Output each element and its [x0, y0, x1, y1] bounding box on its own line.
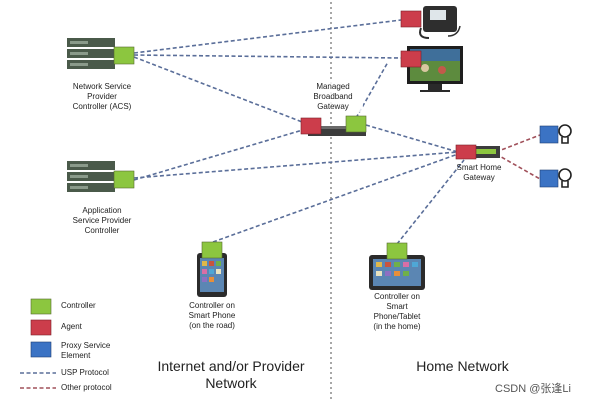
legend-agent-swatch [30, 319, 52, 336]
usp-link-mbg-shg [365, 124, 459, 153]
mbg-controller-box [345, 115, 367, 133]
legend-other-label: Other protocol [61, 383, 112, 392]
shg-label: Smart Home Gateway [456, 163, 502, 182]
usp-link-nsp-tv [133, 54, 402, 59]
telephone-icon [419, 6, 461, 39]
legend-usp-label: USP Protocol [61, 368, 109, 377]
usp-connections [133, 19, 465, 245]
usp-link-nsp-mbg [133, 56, 311, 126]
mbg-label: Managed Broadband Gateway [303, 82, 363, 112]
lightbulb-icon [558, 168, 572, 188]
legend-proxy-label: Proxy Service Element [61, 341, 111, 360]
watermark: CSDN @张逢Li [495, 383, 571, 395]
usp-link-mbg-tv [355, 61, 389, 119]
legend-agent-label: Agent [61, 322, 82, 331]
mbg-agent-box [300, 117, 322, 135]
legend-controller-swatch [30, 298, 52, 315]
phone-home-controller-box [386, 242, 408, 260]
phone-home-label: Controller on Smart Phone/Tablet (in the… [373, 292, 421, 331]
usp-link-asp-mbg [133, 128, 307, 181]
proxy-element-top [539, 125, 559, 144]
nsp-server-icon [67, 38, 115, 69]
legend-controller-label: Controller [61, 301, 96, 310]
other-connections [495, 134, 541, 180]
usp-link-tablet-shg [396, 159, 465, 245]
asp-label: Application Service Provider Controller [72, 206, 132, 235]
phone-road-controller-box [201, 241, 223, 259]
tablet-icon [369, 255, 425, 290]
usp-link-asp-shg [133, 151, 459, 179]
nsp-controller-box [113, 46, 135, 65]
phone-road-label: Controller on Smart Phone (on the road) [188, 301, 236, 330]
tv-agent-box [400, 50, 422, 68]
lightbulb-icon [558, 124, 572, 144]
proxy-element-bottom [539, 169, 559, 188]
shg-agent-box [455, 144, 477, 160]
nsp-label: Network Service Provider Controller (ACS… [72, 82, 132, 111]
tv-icon [407, 46, 463, 92]
usp-link-nsp-phone [133, 19, 402, 54]
asp-server-icon [67, 161, 115, 192]
other-link-bulb-bottom [495, 153, 541, 180]
usp-link-phone-shg [212, 153, 459, 243]
region-right-label: Home Network [416, 358, 509, 374]
mbg-gateway-icon [308, 126, 366, 136]
legend-proxy-swatch [30, 341, 52, 358]
asp-controller-box [113, 170, 135, 189]
smartphone-icon [197, 253, 227, 297]
other-link-bulb-top [495, 134, 541, 153]
telephone-agent-box [400, 10, 422, 28]
region-left-label: Internet and/or Provider Network [157, 358, 305, 391]
